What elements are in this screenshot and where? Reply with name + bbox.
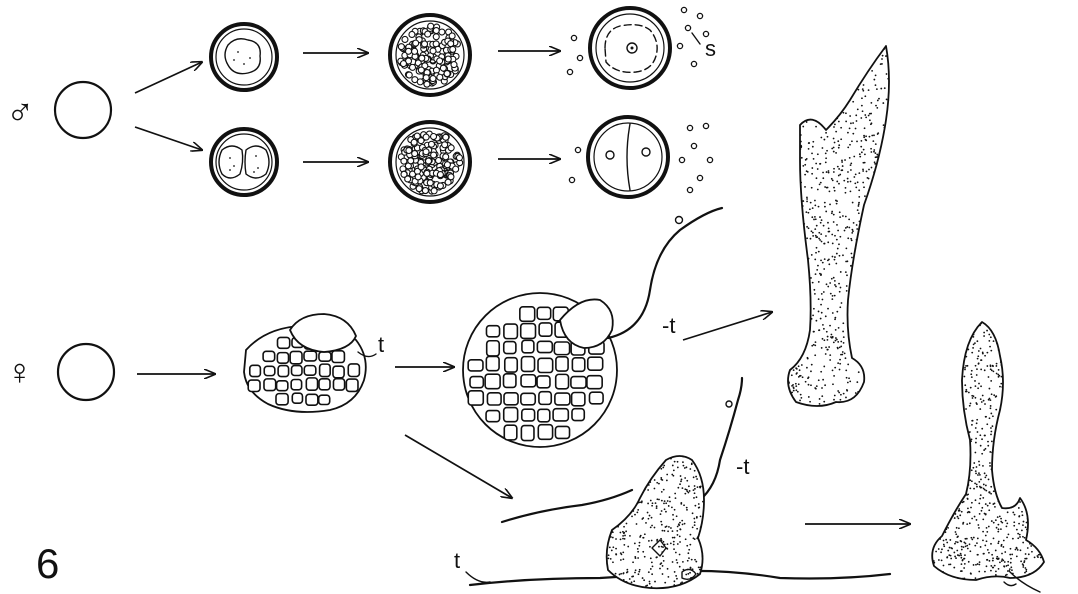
tall-stalk-structure [788,46,889,406]
male-empty-cell-lower [588,117,668,197]
male-initial-cell [55,82,111,138]
label-t-large: -t [662,313,675,338]
male-uninucleate-cell [211,24,277,90]
female-symbol: ♀ [6,351,33,392]
arrow-female-3 [683,312,772,340]
female-small-cell-mass [244,314,376,412]
male-symbol: ♂ [6,92,35,134]
arrow-female-diagonal [405,435,512,498]
arrow-male-lower-branch [135,127,202,150]
label-s: s [705,36,716,61]
label-t-bottom: t [454,548,460,573]
male-binucleate-cell [211,129,277,195]
male-sporangium-lower [390,122,470,202]
male-empty-cell-upper [590,8,670,88]
female-large-cell-mass [463,208,722,447]
male-sporangium-upper [390,15,470,95]
label-t-small: t [378,332,384,357]
label-t-young: -t [736,454,749,479]
developed-plant [932,322,1044,592]
female-initial-cell [58,344,114,400]
arrow-male-upper-branch [135,62,202,93]
figure-number: 6 [36,540,59,587]
